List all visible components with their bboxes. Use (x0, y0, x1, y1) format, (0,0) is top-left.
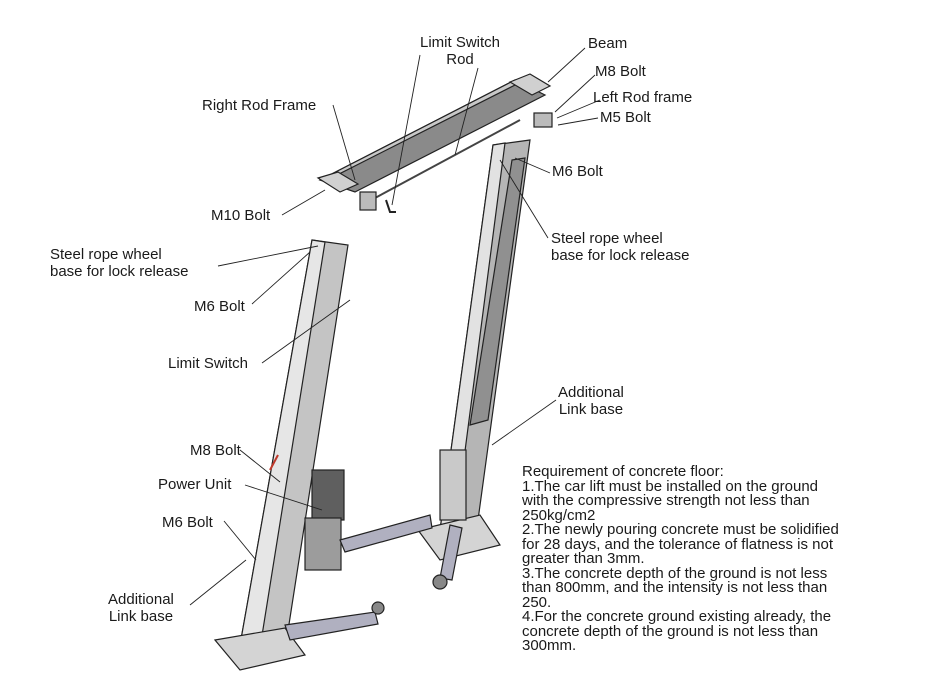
label-m5-bolt: M5 Bolt (600, 109, 651, 126)
power-unit-motor (311, 469, 345, 521)
requirement-line: 3.The concrete depth of the ground is no… (522, 564, 828, 582)
requirement-line: 1.The car lift must be installed on the … (522, 477, 819, 495)
beam-assembly (316, 73, 553, 213)
power-unit-tank (304, 517, 342, 571)
label-power-unit: Power Unit (158, 476, 232, 493)
beam-end-plate-right (508, 73, 552, 96)
label-additional-link-base-right: Additional Link base (558, 384, 624, 418)
left-arm (284, 611, 379, 641)
label-right-rod-frame: Right Rod Frame (202, 97, 317, 114)
label-steel-rope-wheel-right: Steel rope wheel base for lock release (551, 230, 690, 264)
lock-release-cable (269, 454, 279, 471)
right-column (416, 139, 531, 561)
label-m8-bolt-top: M8 Bolt (595, 63, 646, 80)
left-rod-frame-part (533, 112, 553, 128)
requirement-line: 4.For the concrete ground existing alrea… (522, 608, 832, 625)
requirement-line: with the compressive strength not less t… (522, 492, 810, 509)
label-limit-switch-rod: Limit Switch Rod (420, 34, 501, 68)
label-limit-switch: Limit Switch (168, 355, 249, 372)
left-column-base (213, 627, 307, 671)
left-column (213, 239, 349, 671)
label-m6-bolt-left-top: M6 Bolt (194, 298, 245, 315)
arm-pad-left (371, 601, 385, 615)
power-unit (304, 469, 345, 571)
requirement-line: 250kg/cm2 (522, 506, 596, 524)
requirements-title: Requirement of concrete floor: (522, 463, 724, 480)
limit-switch-hook (385, 199, 396, 213)
lift-arms (284, 514, 463, 641)
requirement-line: concrete depth of the ground is not less… (522, 622, 819, 640)
arm-pad-right (432, 574, 448, 590)
label-steel-rope-wheel-left: Steel rope wheel base for lock release (50, 246, 189, 280)
limit-switch-rod (361, 119, 521, 206)
label-additional-link-base-left: Additional Link base (108, 591, 174, 625)
label-left-rod-frame: Left Rod frame (593, 89, 693, 106)
requirement-line: than 800mm, and the intensity is not les… (522, 579, 828, 596)
requirement-line: 2.The newly pouring concrete must be sol… (522, 521, 839, 538)
right-arm-1 (339, 514, 433, 553)
beam-end-plate-left (316, 171, 360, 193)
requirement-line: 300mm. (522, 637, 577, 654)
requirement-line: 250. (522, 593, 552, 611)
concrete-floor-requirements: Requirement of concrete floor: 1.The car… (522, 463, 922, 654)
right-rod-frame-part (359, 191, 377, 211)
label-beam: Beam (588, 35, 628, 52)
right-arm-2 (439, 524, 463, 581)
right-column-inner (469, 157, 526, 426)
leader-lines (189, 47, 601, 606)
label-m6-bolt-left-bottom: M6 Bolt (162, 514, 213, 531)
requirement-line: greater than 3mm. (522, 550, 645, 567)
label-m8-bolt-left: M8 Bolt (190, 442, 241, 459)
label-m6-bolt-right: M6 Bolt (552, 163, 603, 180)
requirement-line: for 28 days, and the tolerance of flatne… (522, 535, 834, 553)
label-m10-bolt: M10 Bolt (211, 207, 271, 224)
right-carriage (439, 449, 467, 521)
